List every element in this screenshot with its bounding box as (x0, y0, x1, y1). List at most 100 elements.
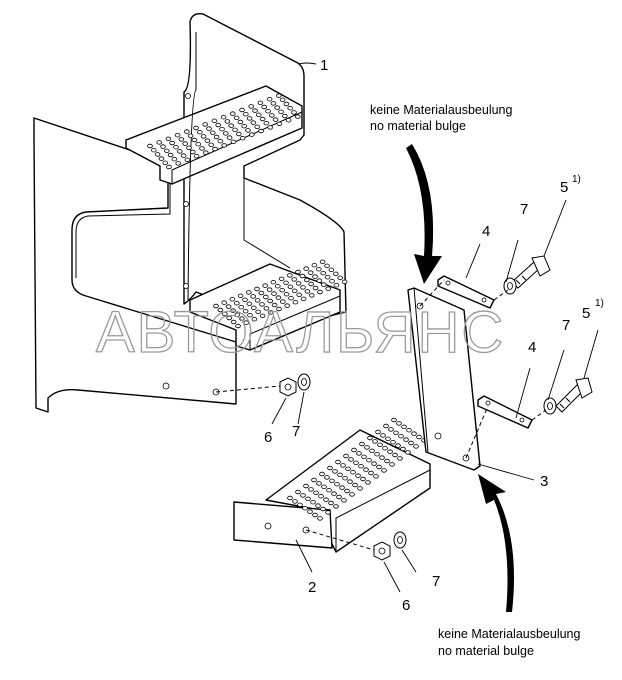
perforation-hole (268, 113, 275, 118)
perforation-hole (294, 114, 301, 119)
perforation-hole (178, 137, 185, 142)
perforation-hole (276, 121, 283, 126)
perforation-hole (173, 144, 179, 150)
label-part-5-lower: 5 (582, 305, 590, 322)
perforation-hole (272, 117, 279, 122)
perforation-hole (312, 274, 318, 279)
perforation-hole (405, 450, 411, 455)
perforation-hole (220, 114, 227, 120)
perforation-hole (237, 119, 244, 125)
perforation-hole (297, 502, 303, 507)
perforation-hole (226, 135, 233, 140)
perforation-hole (333, 283, 340, 288)
perforation-hole (262, 294, 269, 300)
perforation-hole (184, 129, 190, 134)
perforation-hole (278, 109, 284, 114)
perforation-hole (371, 461, 377, 466)
mounting-plate (407, 287, 481, 471)
bolt-lower (555, 377, 593, 413)
perforation-hole (287, 495, 293, 501)
perforation-hole (266, 96, 273, 102)
perforation-hole (303, 266, 310, 271)
perforation-hole (254, 286, 260, 292)
perforation-hole (212, 146, 218, 152)
perforation-hole (283, 292, 290, 297)
label-part-5-lower-footnote: 1) (595, 298, 604, 309)
perforation-hole (323, 497, 329, 502)
perforation-hole (357, 486, 363, 491)
perforation-hole (288, 296, 294, 301)
perforation-hole (217, 307, 224, 313)
perforation-hole (408, 440, 414, 446)
perforation-hole (266, 287, 273, 292)
perforation-hole (400, 446, 406, 452)
perforation-hole (251, 305, 257, 310)
perforation-hole (325, 510, 331, 515)
perforation-hole (311, 263, 318, 268)
clamp-strip-lower (477, 395, 533, 429)
perforation-hole (335, 459, 341, 465)
perforation-hole (242, 309, 249, 314)
perforation-hole (331, 491, 337, 496)
perforation-hole (321, 484, 327, 489)
perforation-hole (310, 500, 316, 505)
perforation-hole (311, 477, 317, 483)
perforation-hole (267, 125, 274, 130)
perforation-hole (313, 490, 319, 495)
perforation-hole (193, 153, 200, 159)
perforation-hole (339, 485, 345, 490)
perforation-hole (341, 498, 347, 503)
arrow-bottom (478, 474, 514, 612)
perforation-hole (270, 101, 277, 106)
perforation-hole (158, 156, 165, 161)
perforation-hole (348, 457, 354, 462)
perforation-hole (154, 152, 161, 157)
perforation-hole (234, 301, 240, 306)
label-part-4-upper: 4 (482, 223, 490, 240)
perforation-hole (299, 273, 306, 279)
perforation-hole (236, 131, 242, 137)
perforation-hole (327, 465, 333, 471)
perforation-hole (164, 148, 170, 153)
perforation-hole (390, 440, 396, 445)
perforation-hole (246, 116, 253, 121)
perforation-hole (232, 127, 238, 132)
perforation-hole (389, 462, 395, 467)
nut-upper (279, 377, 297, 397)
perforation-hole (254, 298, 261, 303)
perforation-hole (274, 105, 281, 110)
perforation-hole (308, 293, 315, 298)
perforation-hole (204, 138, 211, 143)
perforation-hole (151, 147, 157, 153)
perforation-hole (257, 100, 264, 105)
perforation-hole (300, 285, 306, 290)
perforation-hole (367, 435, 373, 441)
nut-lower (373, 541, 391, 561)
perforation-hole (230, 111, 236, 116)
perforation-hole (341, 279, 348, 284)
perforation-hole (320, 282, 327, 287)
perforation-hole (300, 296, 307, 301)
perforation-hole (320, 506, 326, 512)
perforation-hole (325, 286, 332, 291)
perforation-hole (156, 140, 163, 145)
label-part-7-nut-lower: 7 (432, 573, 440, 590)
perforation-hole (229, 297, 236, 302)
perforation-hole (263, 306, 270, 311)
perforation-hole (190, 149, 196, 155)
perforation-hole (187, 133, 194, 138)
perforation-hole (324, 263, 330, 268)
perforation-hole (169, 140, 176, 146)
perforation-hole (360, 476, 366, 482)
lower-tread-perforations (213, 259, 348, 329)
perforation-hole (193, 125, 199, 131)
perforation-hole (243, 320, 250, 325)
perforation-hole (384, 458, 390, 464)
label-part-7-bolt-lower: 7 (562, 317, 570, 334)
perforation-hole (302, 506, 308, 511)
perforation-hole (363, 467, 369, 472)
perforation-hole (274, 284, 281, 289)
perforation-hole (307, 509, 313, 514)
perforation-hole (271, 302, 278, 308)
perforation-hole (295, 489, 301, 495)
